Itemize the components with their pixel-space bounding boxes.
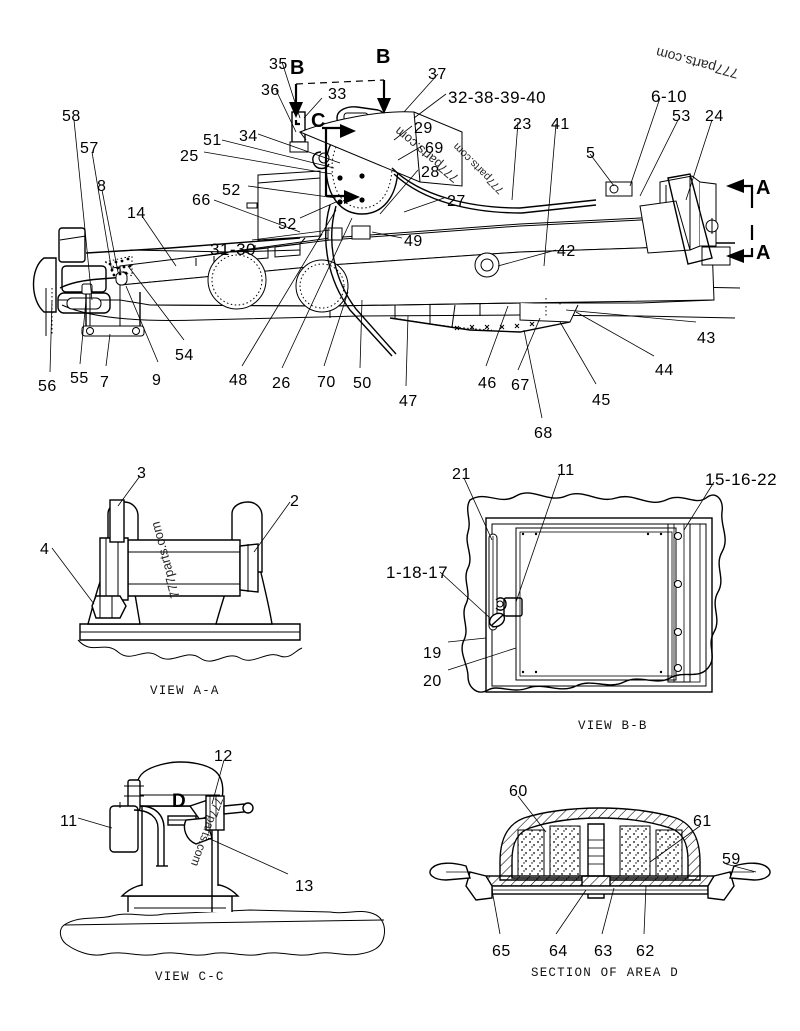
section-marker-b-left: B — [290, 57, 305, 79]
callout-section-d-63: 63 — [594, 943, 613, 960]
callout-main-37: 37 — [428, 66, 447, 83]
callout-view-bb-15-16-22: 15-16-22 — [705, 470, 778, 489]
callout-main-69: 69 — [425, 140, 444, 157]
callout-main-28: 28 — [421, 164, 440, 181]
callout-main-55: 55 — [70, 370, 89, 387]
callout-main-47: 47 — [399, 393, 418, 410]
section-line-c — [322, 124, 360, 204]
boom-hose — [325, 167, 597, 357]
callout-main-33: 33 — [328, 86, 347, 103]
callout-view-bb-20: 20 — [423, 673, 442, 690]
callout-main-9: 9 — [152, 372, 162, 389]
callout-main-42: 42 — [557, 243, 576, 260]
section-line-bb — [289, 79, 391, 126]
callout-main-68: 68 — [534, 425, 553, 442]
callout-view-bb-1-18-17: 1-18-17 — [386, 563, 449, 582]
stern-bottom — [389, 298, 579, 333]
callout-main-46: 46 — [478, 375, 497, 392]
callout-main-53: 53 — [672, 108, 691, 125]
section-marker-c: C — [311, 110, 326, 132]
callout-main-36: 36 — [261, 82, 280, 99]
callout-main-66: 66 — [192, 192, 211, 209]
callout-section-d-59: 59 — [722, 851, 741, 868]
callout-section-d-62: 62 — [636, 943, 655, 960]
callout-section-d-65: 65 — [492, 943, 511, 960]
view-aa-caption: VIEW A-A — [150, 684, 220, 698]
callout-main-43: 43 — [697, 330, 716, 347]
callout-main-49: 49 — [404, 233, 423, 250]
callout-main-57: 57 — [80, 140, 99, 157]
callout-view-bb-21: 21 — [452, 466, 471, 483]
callout-main-35: 35 — [269, 56, 288, 73]
view-cc-caption: VIEW C-C — [155, 970, 225, 984]
callout-view-aa-3: 3 — [137, 465, 147, 482]
callout-main-54: 54 — [175, 347, 194, 364]
callout-main-14: 14 — [127, 205, 146, 222]
callout-main-52: 52 — [222, 182, 241, 199]
callout-main-7: 7 — [100, 374, 110, 391]
callout-main-67: 67 — [511, 377, 530, 394]
callout-main-26: 26 — [272, 375, 291, 392]
callout-main-45: 45 — [592, 392, 611, 409]
callout-main-32-38-39-40: 32-38-39-40 — [448, 88, 547, 107]
deck-circles — [207, 250, 500, 313]
callout-main-70: 70 — [317, 374, 336, 391]
callout-section-d-61: 61 — [693, 813, 712, 830]
callout-main-5: 5 — [586, 145, 596, 162]
callout-main-25: 25 — [180, 148, 199, 165]
callout-view-cc-13: 13 — [295, 878, 314, 895]
callout-view-cc-11: 11 — [60, 813, 78, 830]
callout-section-d-64: 64 — [549, 943, 568, 960]
callout-view-bb-11: 11 — [557, 462, 575, 479]
bow-structure — [605, 173, 731, 266]
callout-view-bb-19: 19 — [423, 645, 442, 662]
leader-lines-bb — [439, 473, 715, 671]
callout-view-cc-12: 12 — [214, 748, 233, 765]
section-marker-a-bottom: A — [756, 242, 771, 264]
leader-lines-cc — [77, 759, 289, 875]
callout-main-48: 48 — [229, 372, 248, 389]
callout-main-51: 51 — [203, 132, 222, 149]
section-marker-b-right: B — [376, 46, 391, 68]
callout-view-aa-4: 4 — [40, 541, 50, 558]
area-marker-d: D — [172, 791, 186, 812]
callout-main-34: 34 — [239, 128, 258, 145]
section-marker-a-top: A — [756, 177, 771, 199]
callout-main-29: 29 — [414, 120, 433, 137]
section-d-caption: SECTION OF AREA D — [531, 966, 679, 980]
callout-main-27: 27 — [447, 193, 466, 210]
leader-lines-d — [491, 795, 757, 935]
callout-main-56: 56 — [38, 378, 57, 395]
callout-main-8: 8 — [97, 178, 107, 195]
section-line-aa — [726, 179, 754, 263]
callout-main-44: 44 — [655, 362, 674, 379]
leader-lines-aa — [51, 475, 291, 605]
callout-main-6-10: 6-10 — [651, 87, 688, 106]
view-bb-caption: VIEW B-B — [578, 719, 648, 733]
callout-view-aa-2: 2 — [290, 493, 300, 510]
callout-main-24: 24 — [705, 108, 724, 125]
callout-main-52: 52 — [278, 216, 297, 233]
leader-lines-main — [49, 61, 713, 419]
callout-main-58: 58 — [62, 108, 81, 125]
callout-main-41: 41 — [551, 116, 570, 133]
callout-section-d-60: 60 — [509, 783, 528, 800]
callout-main-23: 23 — [513, 116, 532, 133]
callout-main-31-30: 31-30 — [210, 240, 256, 259]
callout-main-50: 50 — [353, 375, 372, 392]
